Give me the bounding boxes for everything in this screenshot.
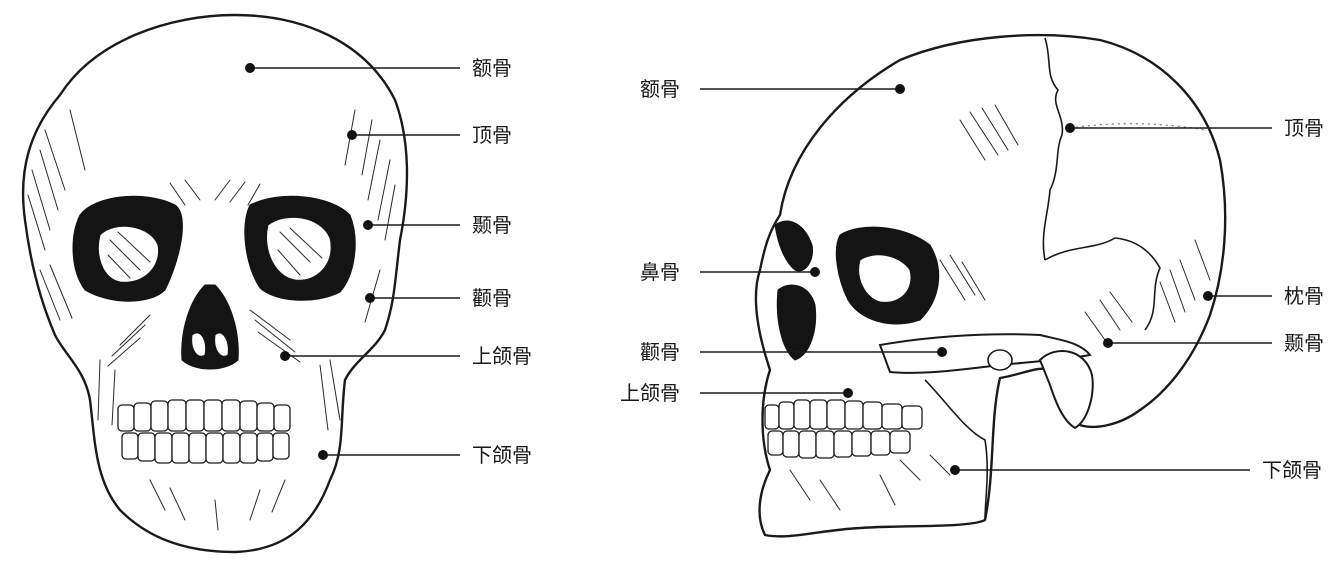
front-label-parietal: 顶骨 — [472, 123, 512, 147]
side-label-nasal: 鼻骨 — [640, 260, 680, 284]
side-label-temporal: 颞骨 — [1284, 331, 1324, 355]
side-label-parietal: 顶骨 — [1284, 116, 1324, 140]
side-label-occipital: 枕骨 — [1284, 284, 1324, 308]
side-label-mandible: 下颌骨 — [1262, 458, 1322, 482]
front-label-mandible: 下颌骨 — [472, 443, 532, 467]
front-label-maxilla: 上颌骨 — [472, 344, 532, 368]
side-label-maxilla: 上颌骨 — [620, 381, 680, 405]
side-skull-illustration — [756, 35, 1225, 536]
side-label-zygomatic: 颧骨 — [640, 340, 680, 364]
front-label-zygomatic: 颧骨 — [472, 286, 512, 310]
front-label-frontal: 额骨 — [472, 56, 512, 80]
front-label-temporal: 颞骨 — [472, 213, 512, 237]
side-label-frontal: 额骨 — [640, 77, 680, 101]
front-skull-illustration — [23, 15, 407, 552]
